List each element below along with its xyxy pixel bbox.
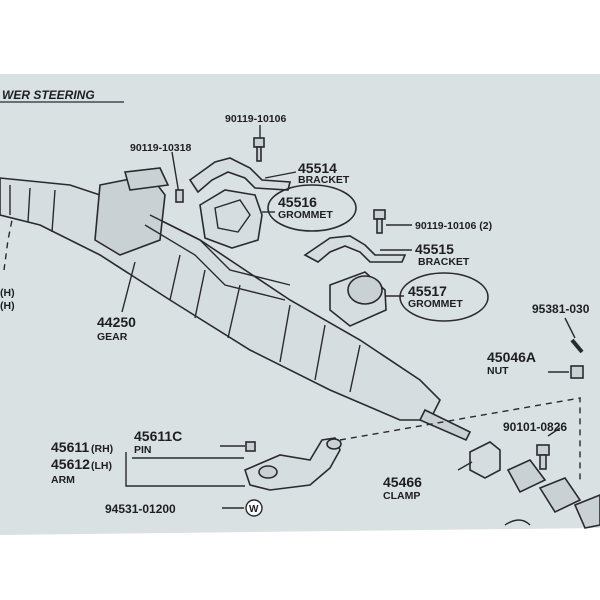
- label-45516-name: GROMMET: [278, 209, 333, 221]
- label-45515-num: 45515: [415, 241, 454, 257]
- nut-45046a: [570, 365, 584, 379]
- label-clamp: CLAMP: [383, 490, 420, 502]
- grommet-45517-circle: [399, 272, 489, 322]
- bracket-45514: [188, 157, 292, 194]
- bolt-left: [175, 189, 184, 203]
- label-left-lh: (H): [0, 300, 15, 312]
- label-arm: ARM: [51, 474, 75, 486]
- label-45514-num: 45514: [298, 160, 337, 176]
- pin-45611c: [245, 441, 256, 452]
- grommet-45517: [329, 271, 387, 327]
- label-45514-name: BRACKET: [298, 174, 350, 186]
- label-45046a-num: 45046A: [487, 349, 536, 365]
- label-bolt-top: 90119-10106: [225, 113, 286, 125]
- bolt-mid: [373, 209, 386, 234]
- grommet-45516-circle: [267, 184, 357, 232]
- knuckle-arm: [244, 437, 342, 491]
- label-45612-side: (LH): [91, 460, 112, 472]
- label-44250-name: GEAR: [97, 331, 128, 343]
- tie-rod-end: [506, 459, 600, 529]
- label-pin: PIN: [134, 444, 152, 456]
- clamp-45466: [469, 441, 501, 479]
- nut-94531-symbol-letter: W: [249, 504, 259, 515]
- label-45515-name: BRACKET: [418, 256, 470, 268]
- label-left-rh: (H): [0, 287, 15, 299]
- grommet-45516: [199, 189, 263, 249]
- diagram-title: WER STEERING: [2, 88, 95, 102]
- label-bolt-left: 90119-10318: [130, 142, 191, 154]
- label-45517-num: 45517: [408, 283, 447, 299]
- gear-leader: [121, 261, 136, 313]
- label-94531: 94531-01200: [105, 502, 176, 516]
- label-45046a-name: NUT: [487, 365, 509, 377]
- bracket-45515: [303, 235, 407, 263]
- label-45612-num: 45612: [51, 456, 90, 472]
- cotter-pin-95381: [570, 338, 584, 354]
- steering-gear-rack: [0, 167, 472, 442]
- bolt-top: [253, 137, 265, 162]
- label-45466-num: 45466: [383, 474, 422, 490]
- label-45611-num: 45611: [51, 439, 89, 455]
- bolt-90101: [536, 444, 550, 470]
- label-44250-num: 44250: [97, 314, 136, 330]
- label-bolt-mid: 90119-10106 (2): [415, 220, 492, 232]
- label-45611c-num: 45611C: [134, 428, 182, 444]
- label-45517-name: GROMMET: [408, 298, 463, 310]
- nut-94531-symbol: [245, 499, 263, 517]
- label-45516-num: 45516: [278, 194, 317, 210]
- label-95381: 95381-030: [532, 302, 590, 316]
- label-90101: 90101-0826: [503, 420, 567, 434]
- label-45611-side: (RH): [91, 443, 113, 455]
